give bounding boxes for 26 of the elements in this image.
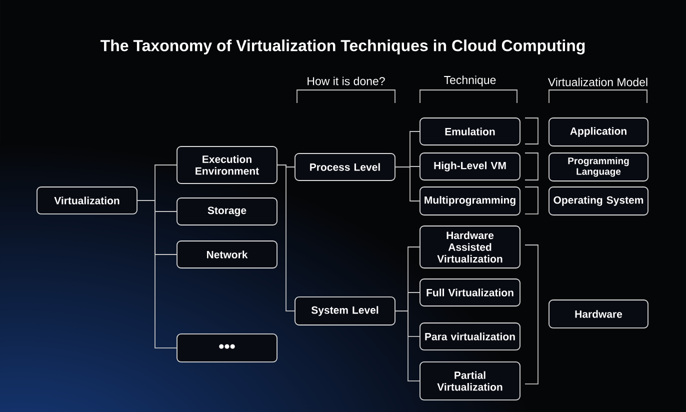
model-box: Programming Language	[548, 152, 648, 182]
category-box: Network	[176, 240, 278, 268]
technique-box: Emulation	[420, 118, 520, 146]
model-box: Operating System	[548, 186, 648, 216]
technique-box: High-Level VM	[420, 152, 520, 180]
model-box: Application	[548, 118, 648, 146]
technique-box: Multiprogramming	[420, 186, 520, 216]
connector-line	[395, 166, 420, 202]
title: The Taxonomy of Virtualization Techniques in Cloud Computing	[100, 40, 585, 54]
technique-box: Hardware Assisted Virtualization	[420, 226, 520, 268]
technique-box: Full Virtualization	[420, 278, 520, 306]
column-heading: Virtualization Model	[548, 78, 648, 86]
technique-box: Partial Virtualization	[420, 362, 520, 400]
column-heading: Technique	[444, 76, 496, 86]
category-box: •••	[176, 334, 278, 362]
connector-line	[137, 200, 177, 348]
category-box: Execution Environment	[176, 146, 278, 184]
category-box: Virtualization	[36, 186, 138, 214]
column-heading: How it is done?	[308, 76, 385, 86]
level-box: System Level	[294, 296, 396, 326]
connector-line	[277, 164, 295, 312]
connector-line	[395, 310, 420, 382]
category-box: Storage	[176, 198, 278, 226]
level-box: Process Level	[294, 153, 396, 181]
model-box: Hardware	[548, 300, 648, 328]
technique-box: Para virtualization	[420, 322, 520, 350]
